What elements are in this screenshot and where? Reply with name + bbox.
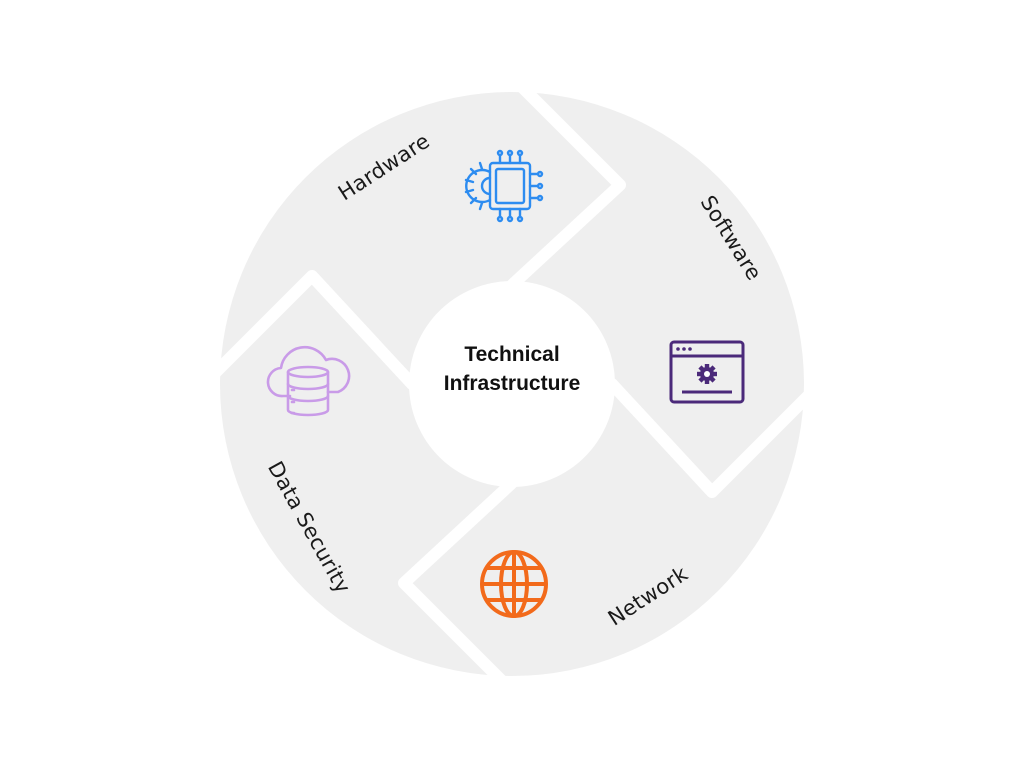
center-title-line1: Technical [464,343,560,366]
center-circle [409,281,615,487]
divider-software-network [606,378,818,498]
center-title: Technical Infrastructure [412,340,612,398]
divider-network-datasecurity [398,477,518,689]
globe-icon [480,550,548,618]
center-title-line2: Infrastructure [443,372,581,395]
divider-datasecurity-hardware [206,270,418,390]
chip-gear-icon [464,149,544,223]
cloud-database-icon [266,345,351,417]
browser-gear-icon [669,340,745,404]
divider-hardware-software [506,79,626,291]
